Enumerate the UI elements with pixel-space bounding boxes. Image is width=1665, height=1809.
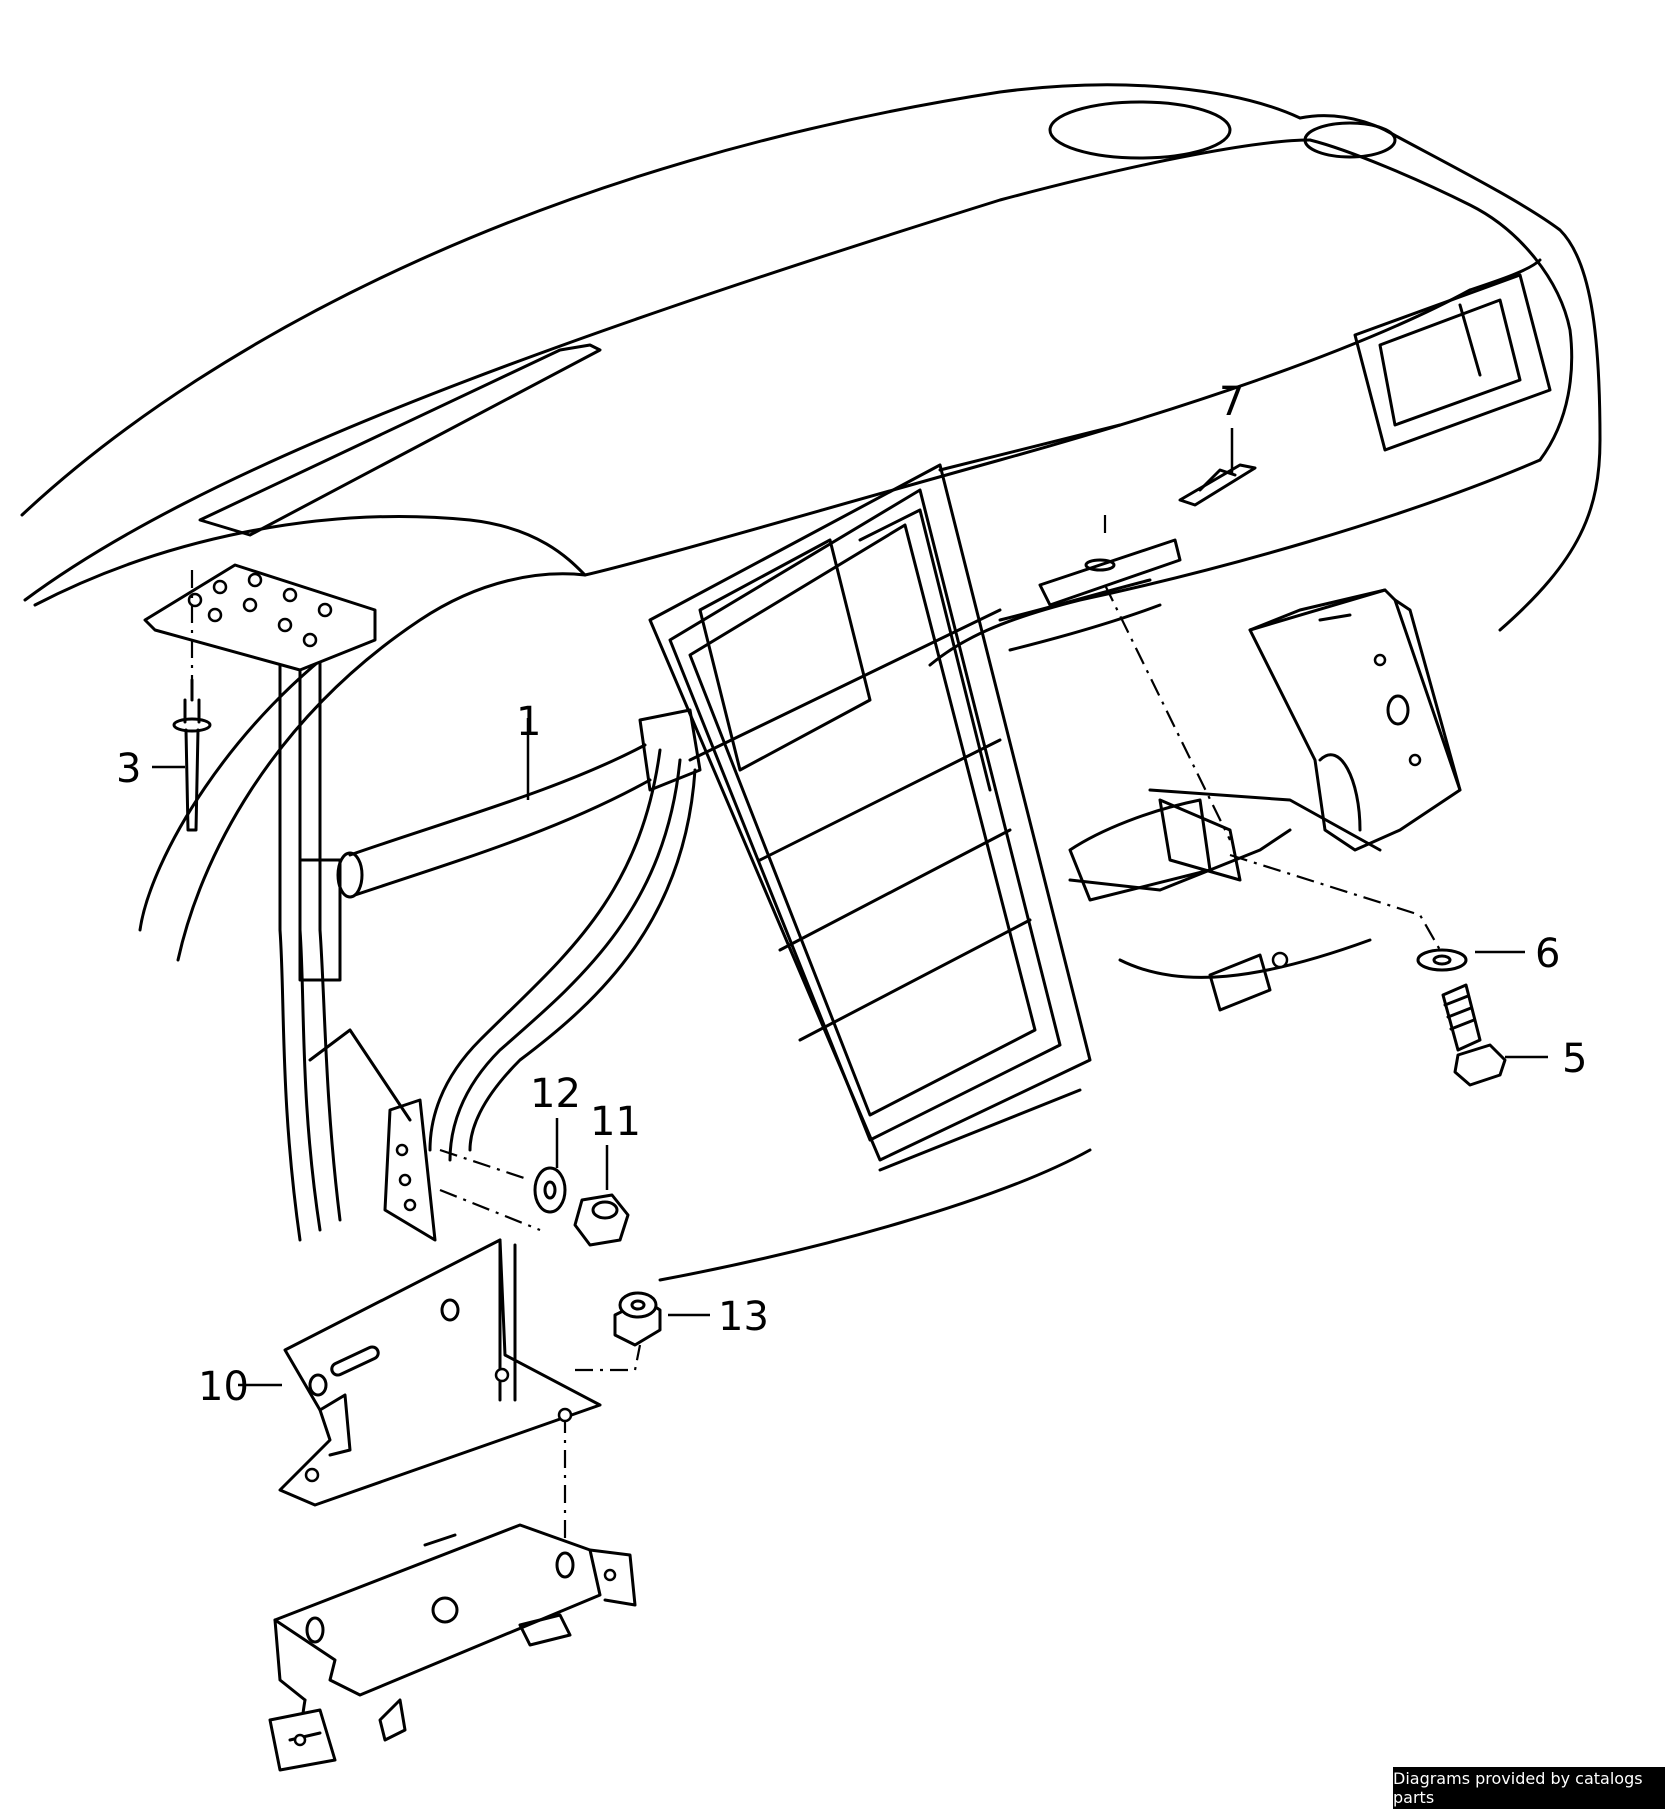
left-support <box>278 648 437 1242</box>
callout-leaders <box>152 428 1548 1387</box>
right-bracket <box>1068 588 1462 1012</box>
callout-11: 11 <box>590 1099 641 1145</box>
callout-5: 5 <box>1562 1036 1587 1082</box>
credit-banner: Diagrams provided by catalogs parts <box>1393 1767 1665 1809</box>
callout-6: 6 <box>1535 931 1560 977</box>
bottom-rail <box>268 1523 637 1772</box>
callouts: 1 3 5 6 7 10 11 12 13 <box>116 379 1587 1410</box>
callout-1: 1 <box>516 699 541 745</box>
clip <box>1178 463 1257 507</box>
washer-12 <box>533 1166 567 1214</box>
cross-tube <box>336 578 1162 1162</box>
bracket-plate-10 <box>278 1238 602 1507</box>
strip-bracket <box>1038 515 1441 951</box>
callout-10: 10 <box>198 1364 249 1410</box>
rivet <box>172 570 212 832</box>
nut-11 <box>573 1193 630 1247</box>
callout-3: 3 <box>116 746 141 792</box>
callout-7: 7 <box>1219 379 1244 425</box>
mounting-plate <box>143 563 377 672</box>
nut-13 <box>613 1291 662 1347</box>
washer-6 <box>1416 948 1468 972</box>
dashboard-shell <box>20 83 1602 1282</box>
alignment-lines <box>439 1148 642 1555</box>
bolt-5 <box>1441 983 1507 1087</box>
callout-12: 12 <box>530 1071 581 1117</box>
center-console-frame <box>648 423 1122 1172</box>
callout-13: 13 <box>718 1294 769 1340</box>
